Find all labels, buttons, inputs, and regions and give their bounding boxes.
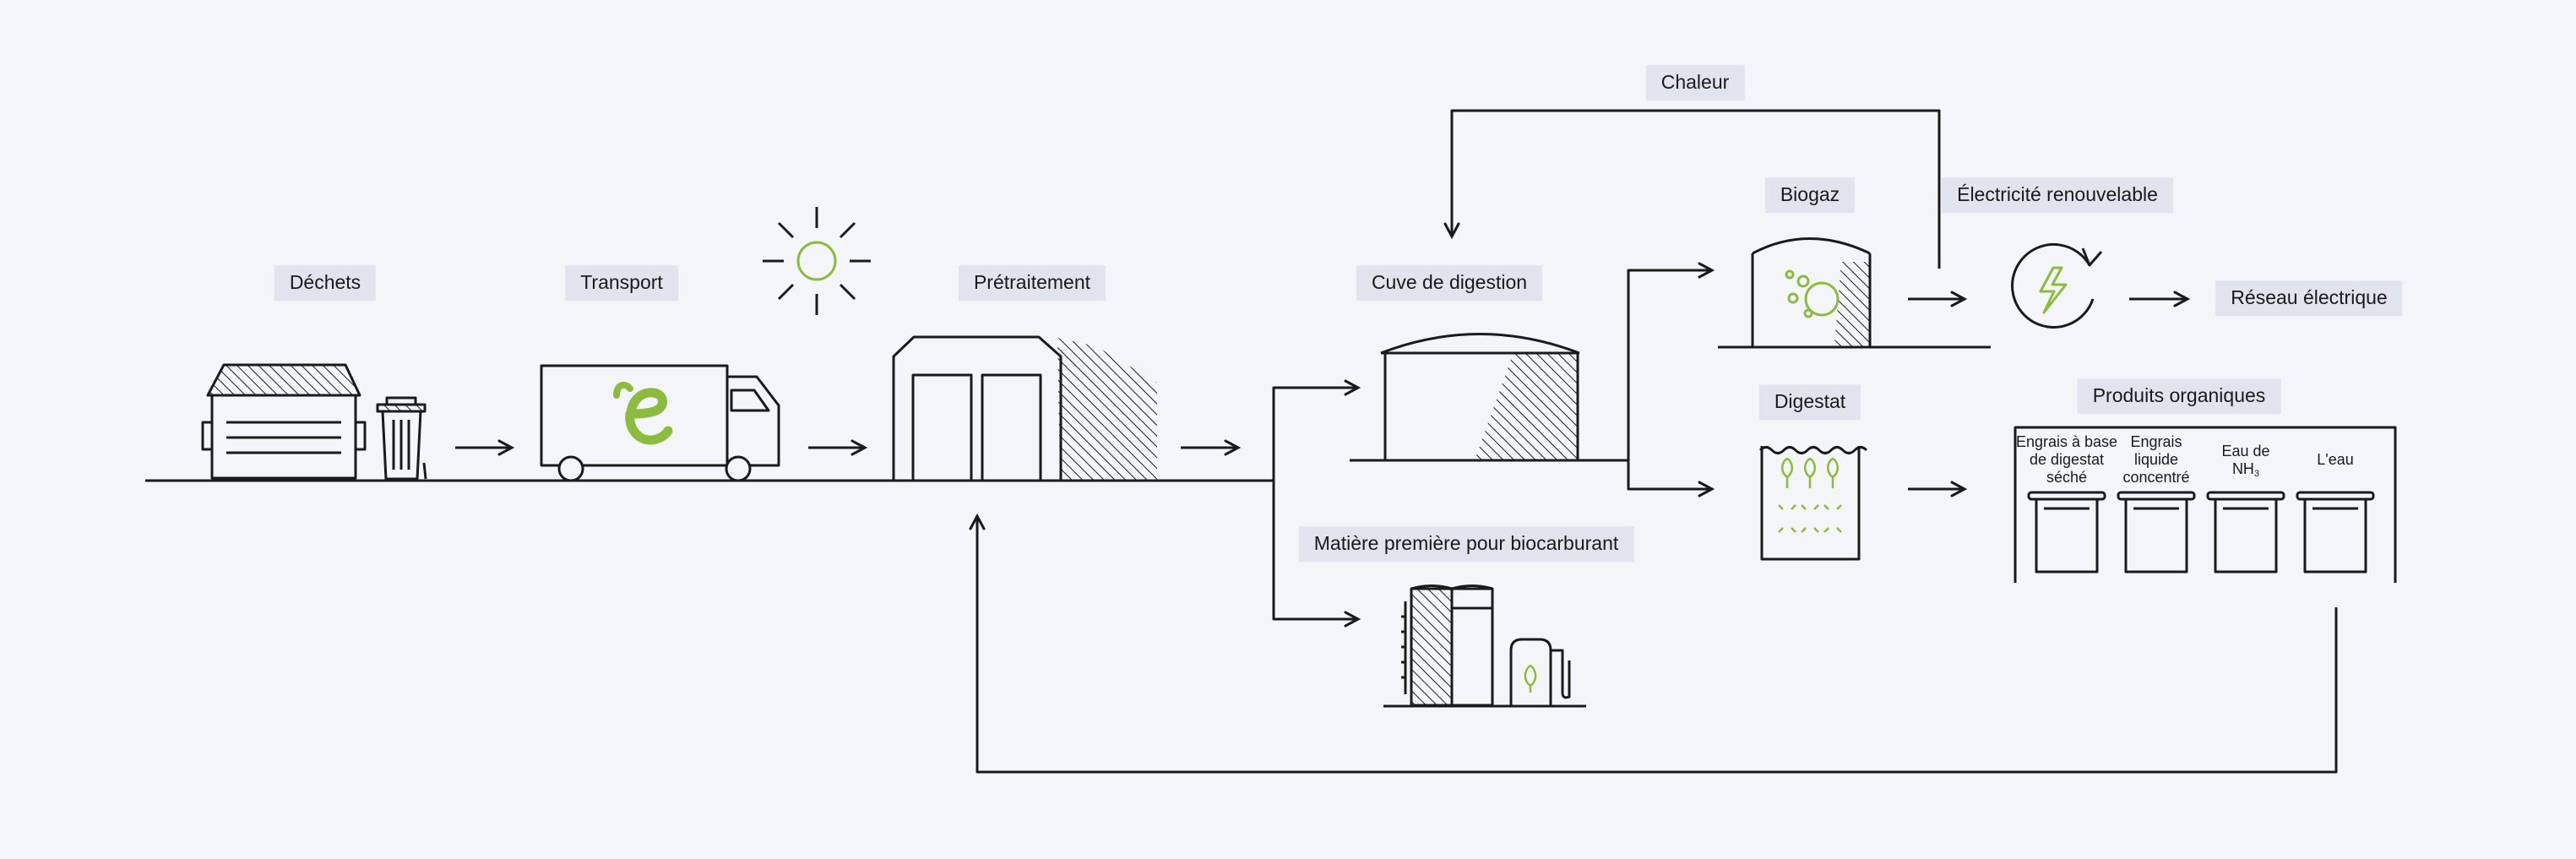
digestate-container-icon (1758, 446, 1868, 561)
product-caption-dried-digestate: Engrais à base de digestat séché (2015, 433, 2118, 486)
product-caption-liquid-fertilizer: Engrais liquide concentré (2122, 433, 2190, 486)
label-pretreatment: Prétraitement (958, 265, 1106, 301)
label-digester: Cuve de digestion (1356, 265, 1543, 301)
label-biofuel-feedstock: Matière première pour biocarburant (1298, 526, 1634, 562)
product-caption-water: L'eau (2317, 451, 2354, 468)
bin-icon (376, 396, 427, 481)
label-waste: Déchets (274, 265, 377, 301)
product-caption-ammonia-water: Eau de NH3 (2221, 443, 2270, 479)
pretreatment-building-icon (892, 335, 1157, 482)
dumpster-icon (201, 363, 367, 481)
label-organic-products: Produits organiques (2077, 378, 2281, 414)
label-biogas: Biogaz (1764, 177, 1856, 213)
truck-icon (540, 364, 780, 482)
label-transport: Transport (565, 265, 678, 301)
renewable-electricity-icon (2011, 242, 2103, 329)
biogas-tank-icon (1718, 237, 1991, 349)
biofuel-station-icon (1383, 584, 1586, 708)
sun-icon (763, 207, 871, 315)
label-digestate: Digestat (1758, 384, 1861, 420)
label-grid: Réseau électrique (2215, 280, 2403, 316)
label-heat: Chaleur (1645, 65, 1745, 101)
label-electricity: Électricité renouvelable (1942, 177, 2173, 213)
digester-tank-icon (1350, 333, 1628, 462)
brand-logo-icon (613, 381, 673, 445)
organic-products-shelf-icon (2014, 426, 2397, 583)
